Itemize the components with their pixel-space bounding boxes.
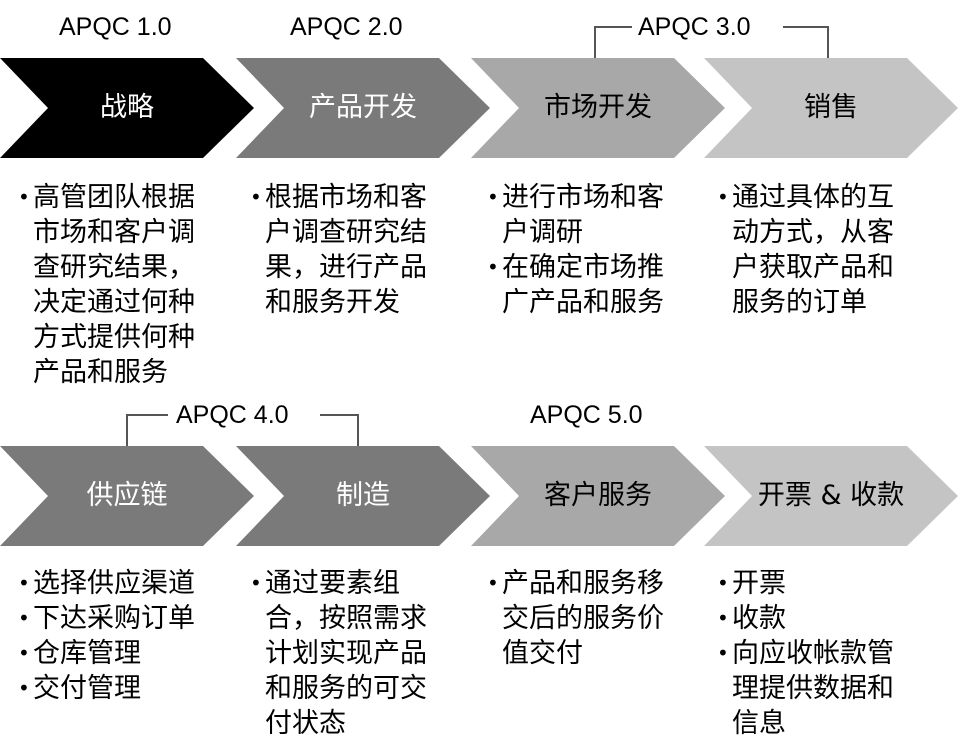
strategy-description: 高管团队根据市场和客户调查研究结果，决定通过何种方式提供何种产品和服务 [18, 180, 218, 390]
chevron-title: 供应链 [86, 480, 168, 511]
chevron-title: 产品开发 [309, 92, 417, 123]
customer-service-description: 产品和服务移交后的服务价值交付 [487, 566, 687, 671]
chevron-title: 客户服务 [544, 480, 652, 511]
list-item: 向应收帐款管理提供数据和信息 [717, 636, 917, 741]
list-item: 根据市场和客户调查研究结果，进行产品和服务开发 [250, 180, 450, 320]
list-item: 通过具体的互动方式，从客户获取产品和服务的订单 [717, 180, 917, 320]
market-development-description: 进行市场和客户调研 在确定市场推广产品和服务 [487, 180, 687, 320]
chevron-sales: 销售 [704, 58, 958, 158]
phase-label-apqc-1: APQC 1.0 [59, 13, 172, 41]
chevron-manufacturing: 制造 [236, 446, 490, 546]
list-item: 进行市场和客户调研 [487, 180, 687, 250]
chevron-strategy: 战略 [0, 58, 254, 158]
list-item: 交付管理 [18, 671, 233, 706]
chevron-title: 销售 [804, 92, 858, 123]
chevron-title: 制造 [336, 480, 390, 511]
chevron-invoicing-collection: 开票 & 收款 [704, 446, 958, 546]
supply-chain-description: 选择供应渠道 下达采购订单 仓库管理 交付管理 [18, 566, 233, 706]
chevron-title: 战略 [100, 92, 154, 123]
list-item: 通过要素组合，按照需求计划实现产品和服务的可交付状态 [250, 566, 450, 741]
invoicing-collection-description: 开票 收款 向应收帐款管理提供数据和信息 [717, 566, 917, 741]
chevron-supply-chain: 供应链 [0, 446, 254, 546]
list-item: 收款 [717, 601, 917, 636]
list-item: 选择供应渠道 [18, 566, 233, 601]
list-item: 下达采购订单 [18, 601, 233, 636]
manufacturing-description: 通过要素组合，按照需求计划实现产品和服务的可交付状态 [250, 566, 450, 741]
phase-label-apqc-3: APQC 3.0 [638, 13, 751, 41]
chevron-market-development: 市场开发 [471, 58, 725, 158]
list-item: 在确定市场推广产品和服务 [487, 250, 687, 320]
chevron-title: 开票 & 收款 [757, 480, 905, 511]
product-development-description: 根据市场和客户调查研究结果，进行产品和服务开发 [250, 180, 450, 320]
list-item: 产品和服务移交后的服务价值交付 [487, 566, 687, 671]
phase-label-apqc-5: APQC 5.0 [530, 401, 643, 429]
chevron-product-development: 产品开发 [236, 58, 490, 158]
phase-label-apqc-2: APQC 2.0 [290, 13, 403, 41]
list-item: 高管团队根据市场和客户调查研究结果，决定通过何种方式提供何种产品和服务 [18, 180, 218, 390]
phase-label-apqc-4: APQC 4.0 [176, 401, 289, 429]
chevron-customer-service: 客户服务 [471, 446, 725, 546]
list-item: 开票 [717, 566, 917, 601]
chevron-title: 市场开发 [544, 92, 652, 123]
list-item: 仓库管理 [18, 636, 233, 671]
sales-description: 通过具体的互动方式，从客户获取产品和服务的订单 [717, 180, 917, 320]
